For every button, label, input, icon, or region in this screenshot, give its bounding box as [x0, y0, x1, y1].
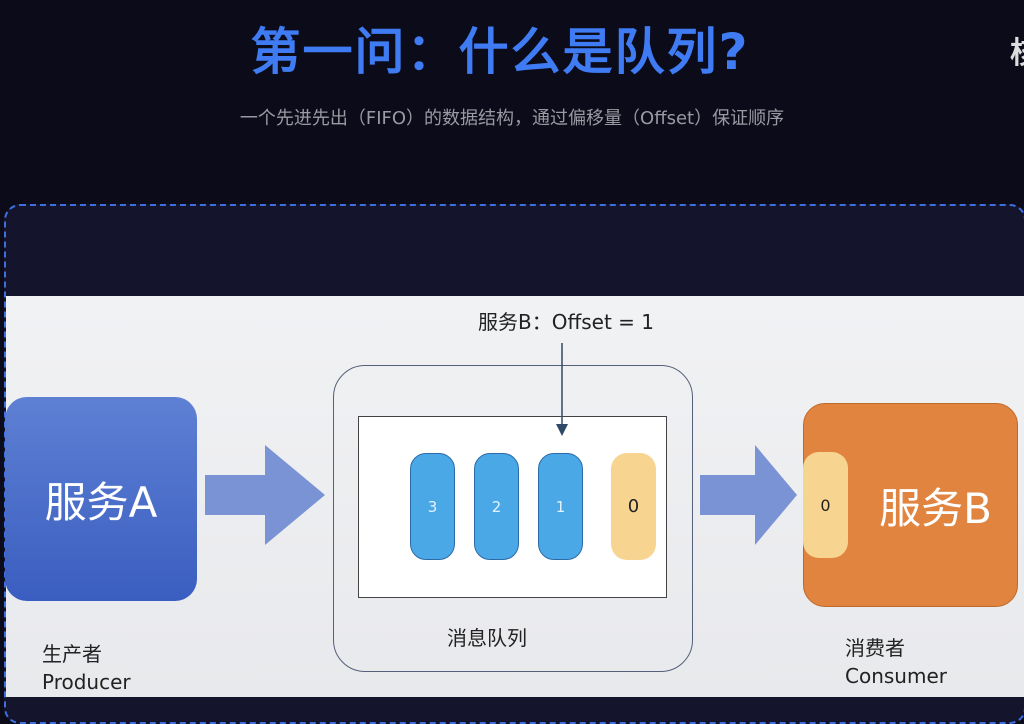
message-3: 3: [410, 453, 455, 560]
consumer-label-cn: 消费者: [845, 636, 905, 660]
offset-label: 服务B：Offset = 1: [478, 310, 655, 334]
arrows: [205, 445, 797, 545]
arrow-queue-to-consumer: [700, 445, 797, 545]
message-2: 2: [474, 453, 519, 560]
message-1: 1: [538, 453, 583, 560]
slide-subtitle: 一个先进先出（FIFO）的数据结构，通过偏移量（Offset）保证顺序: [239, 108, 785, 129]
clipped-side-text: 核: [1010, 28, 1024, 72]
producer-label-en: Producer: [42, 670, 131, 694]
consumer-label-en: Consumer: [845, 664, 947, 688]
message-0-consumed: 0: [611, 453, 656, 560]
arrow-producer-to-queue: [205, 445, 325, 545]
consumer-box-label: 服务B: [879, 483, 992, 533]
producer-label-cn: 生产者: [42, 642, 102, 666]
producer-box-label: 服务A: [44, 477, 158, 527]
queue-label: 消息队列: [447, 626, 527, 650]
producer-service-a: 服务A: [5, 397, 197, 601]
consumed-message-0: 0: [803, 452, 848, 558]
offset-pointer-arrow: [556, 343, 568, 436]
slide-title: 第一问：什么是队列?: [250, 23, 750, 81]
message-queue-container: [333, 365, 693, 672]
